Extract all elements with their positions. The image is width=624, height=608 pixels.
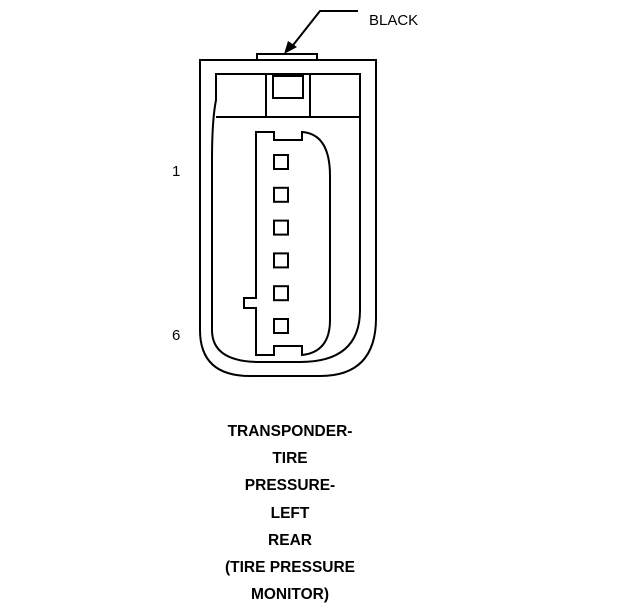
pin-cavity-group (273, 154, 289, 334)
caption-line: PRESSURE- (244, 477, 336, 495)
wire-color-label: BLACK (369, 12, 418, 29)
pin-label-first: 1 (172, 163, 180, 180)
pin-cavity (273, 252, 289, 269)
connector-inner-housing (211, 73, 361, 363)
connector-outer-housing (199, 59, 377, 377)
connector-caption: TRANSPONDER- TIRE PRESSURE- LEFT REAR (T… (190, 418, 390, 608)
caption-line: LEFT (270, 504, 310, 522)
pin-cavity (273, 154, 289, 170)
pin-cavity (273, 186, 289, 203)
caption-line: (TIRE PRESSURE (224, 559, 356, 577)
pin-label-last: 6 (172, 327, 180, 344)
wire-color-leader-arrow (284, 41, 297, 54)
caption-line: TIRE (272, 450, 308, 468)
pin-cavity (273, 219, 289, 236)
caption-line: TRANSPONDER- (227, 423, 353, 440)
pin-cavity (273, 318, 289, 334)
pin-cavity (273, 285, 289, 302)
wire-color-leader-line (289, 10, 358, 50)
connector-latch (272, 75, 304, 99)
terminal-cavity (243, 130, 331, 357)
caption-line: MONITOR) (250, 586, 330, 604)
caption-line: REAR (268, 531, 312, 549)
